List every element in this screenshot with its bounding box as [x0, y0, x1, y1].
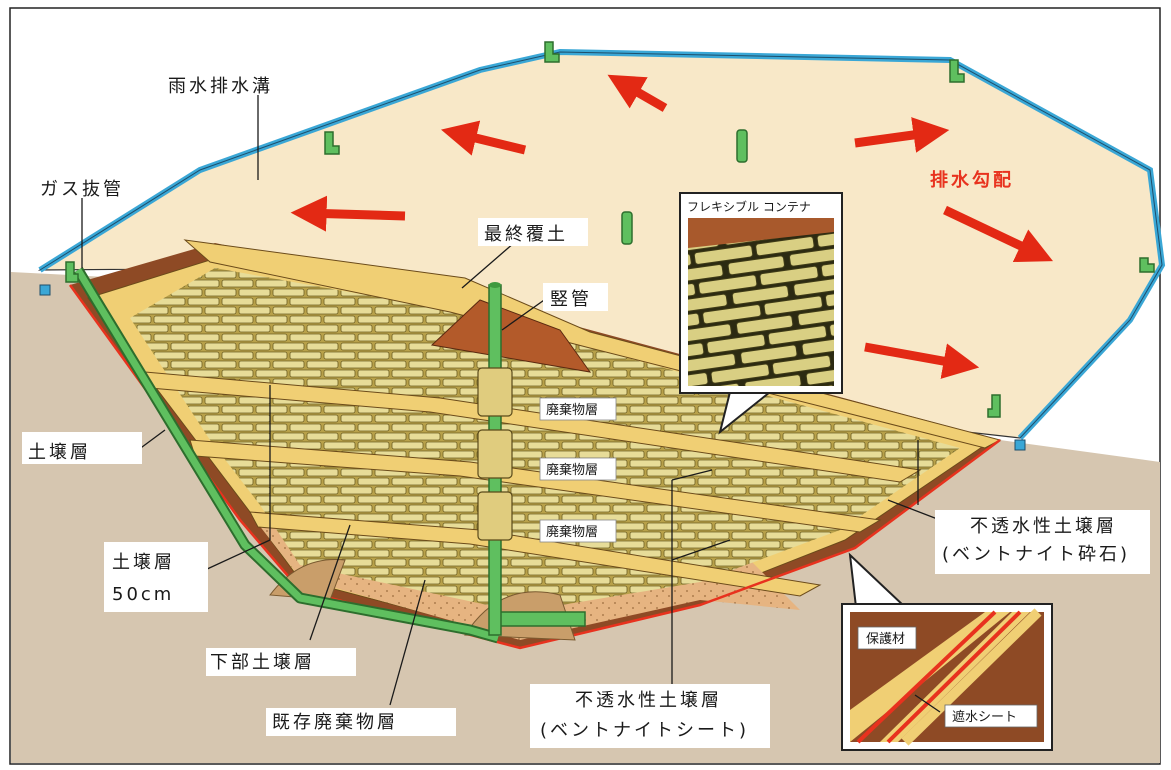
final-cover-label: 最終覆土 [484, 224, 568, 245]
drainage-arrows [290, 74, 1054, 379]
liner-callout: 保護材 遮水シート [841, 552, 1053, 751]
waste-layer-labels: 廃棄物層 廃棄物層 廃棄物層 [539, 397, 617, 543]
flexible-container-callout: フレキシブル コンテナ [679, 192, 843, 435]
waste-layer-2-label: 廃棄物層 [546, 462, 598, 478]
waste-layer-3-label: 廃棄物層 [546, 524, 598, 540]
drainage-slope-label: 排水勾配 [930, 169, 1014, 191]
final-cover-wedge [430, 299, 592, 373]
pipe-collars [477, 367, 513, 541]
cap-soil [183, 239, 1002, 449]
soil-layer-label: 土壌層 [28, 442, 91, 463]
impermeable-sheet-label: 不透水性土壌層 [575, 690, 722, 711]
existing-waste-label: 既存廃棄物層 [272, 712, 398, 733]
impermeable-sheet-sub: (ベントナイトシート) [540, 720, 749, 741]
rain-drain-label: 雨水排水溝 [168, 76, 273, 97]
main-labels: 雨水排水溝 ガス抜管 最終覆土 竪管 土壌層 土壌層 50cm 下部土壌層 既存… [22, 76, 1150, 748]
gas-vent-label: ガス抜管 [40, 179, 124, 200]
surface-vents [65, 41, 1155, 418]
vertical-pipe-label: 竪管 [550, 289, 592, 310]
container-title: フレキシブル コンテナ [687, 199, 811, 214]
soil-layer-thickness-label: 土壌層 [112, 552, 175, 573]
impermeable-gravel-label: 不透水性土壌層 [970, 516, 1117, 537]
bottom-horizontal-pipe [489, 611, 586, 627]
protective-material-label: 保護材 [866, 631, 905, 647]
soil-layer-thickness-value: 50cm [112, 584, 174, 605]
leader-lines [81, 95, 941, 706]
lower-soil-label: 下部土壌層 [210, 652, 315, 673]
waterproof-sheet-label: 遮水シート [952, 709, 1017, 725]
impermeable-gravel-sub: (ベントナイト砕石) [942, 544, 1130, 565]
waste-layer-1-label: 廃棄物層 [546, 402, 598, 418]
